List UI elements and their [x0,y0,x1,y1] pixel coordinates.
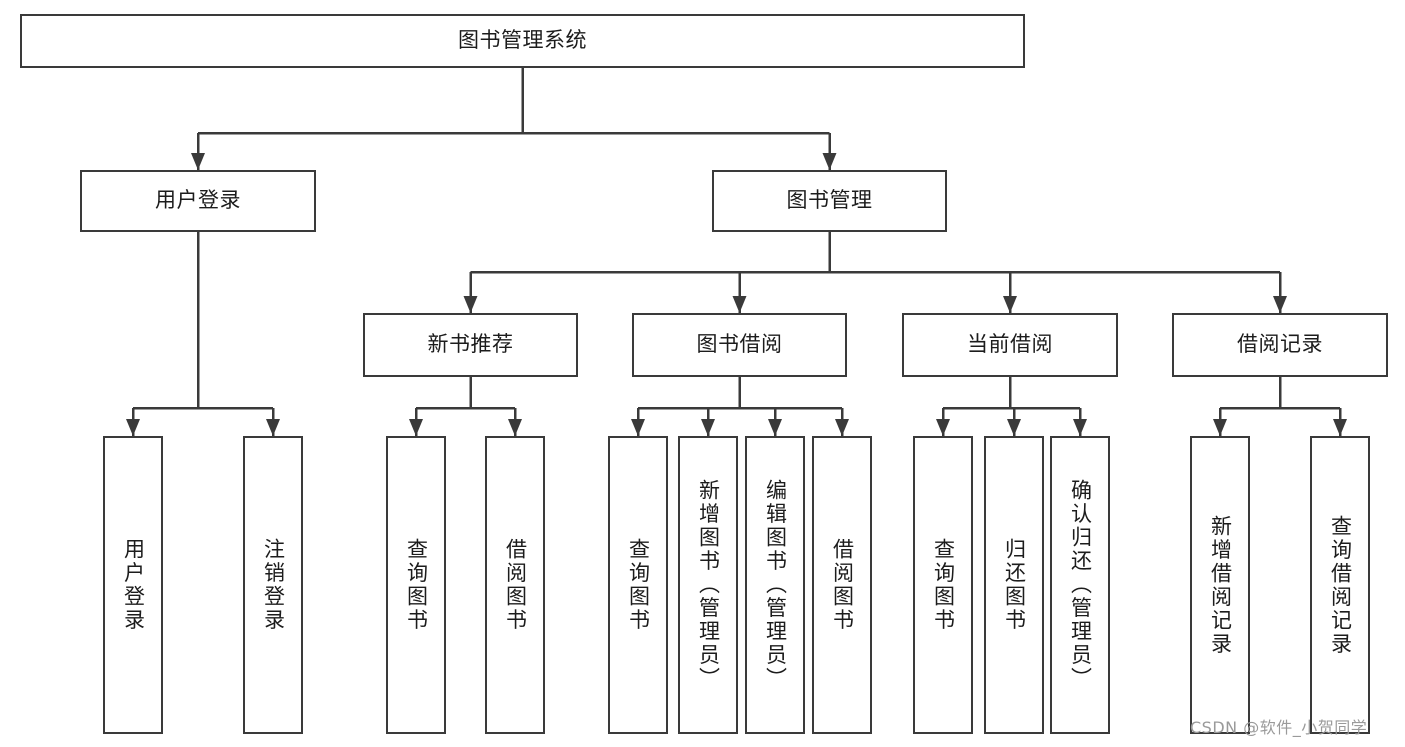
arrowhead [1213,419,1227,436]
node-leaf-login-1[interactable]: 用户登录 [103,436,163,734]
node-label: 用户登录 [155,188,241,213]
arrowhead [409,419,423,436]
node-borrow[interactable]: 图书借阅 [632,313,847,377]
arrowhead [768,419,782,436]
node-label: 查询图书 [404,538,429,632]
arrowhead [1273,296,1287,313]
node-label: 借阅记录 [1237,332,1323,357]
node-login[interactable]: 用户登录 [80,170,316,232]
node-label: 查询图书 [626,538,651,632]
node-leaf-rec-1[interactable]: 新增借阅记录 [1190,436,1250,734]
node-leaf-borrow-3[interactable]: 编辑图书（管理员） [745,436,805,734]
node-leaf-new-2[interactable]: 借阅图书 [485,436,545,734]
arrowhead [732,296,747,313]
arrowhead [1003,296,1017,313]
node-leaf-cur-2[interactable]: 归还图书 [984,436,1044,734]
node-label: 新增图书（管理员） [696,479,721,691]
node-leaf-cur-1[interactable]: 查询图书 [913,436,973,734]
node-label: 确认归还（管理员） [1068,479,1093,691]
node-leaf-cur-3[interactable]: 确认归还（管理员） [1050,436,1110,734]
arrowhead [191,153,205,170]
node-label: 借阅图书 [830,538,855,632]
node-newbook[interactable]: 新书推荐 [363,313,578,377]
node-label: 借阅图书 [503,538,528,632]
node-label: 新增借阅记录 [1208,514,1233,656]
arrowhead [266,419,280,436]
arrowhead [508,419,522,436]
node-label: 编辑图书（管理员） [763,479,788,691]
node-leaf-borrow-4[interactable]: 借阅图书 [812,436,872,734]
node-label: 图书管理 [786,188,873,213]
arrowhead [1333,419,1347,436]
node-leaf-borrow-1[interactable]: 查询图书 [608,436,668,734]
arrowhead [631,419,645,436]
node-label: 当前借阅 [967,332,1053,357]
node-label: 归还图书 [1002,538,1027,632]
node-label: 查询借阅记录 [1328,514,1353,656]
node-root[interactable]: 图书管理系统 [20,14,1025,68]
node-label: 新书推荐 [427,332,514,357]
node-label: 注销登录 [261,538,286,632]
arrowhead [1007,419,1021,436]
node-label: 用户登录 [121,538,146,632]
node-label: 图书借阅 [696,332,783,357]
node-label: 查询图书 [931,538,956,632]
arrowhead [822,153,837,170]
arrowhead [126,419,140,436]
node-leaf-borrow-2[interactable]: 新增图书（管理员） [678,436,738,734]
node-label: 图书管理系统 [458,28,587,53]
watermark: CSDN @软件_小贺同学 [1190,718,1368,737]
node-leaf-login-2[interactable]: 注销登录 [243,436,303,734]
arrowhead [463,296,478,313]
node-leaf-rec-2[interactable]: 查询借阅记录 [1310,436,1370,734]
arrowhead [701,419,715,436]
node-leaf-new-1[interactable]: 查询图书 [386,436,446,734]
node-current[interactable]: 当前借阅 [902,313,1118,377]
arrowhead [936,419,950,436]
arrowhead [835,419,849,436]
node-bookmgmt[interactable]: 图书管理 [712,170,947,232]
node-record[interactable]: 借阅记录 [1172,313,1388,377]
arrowhead [1073,419,1087,436]
